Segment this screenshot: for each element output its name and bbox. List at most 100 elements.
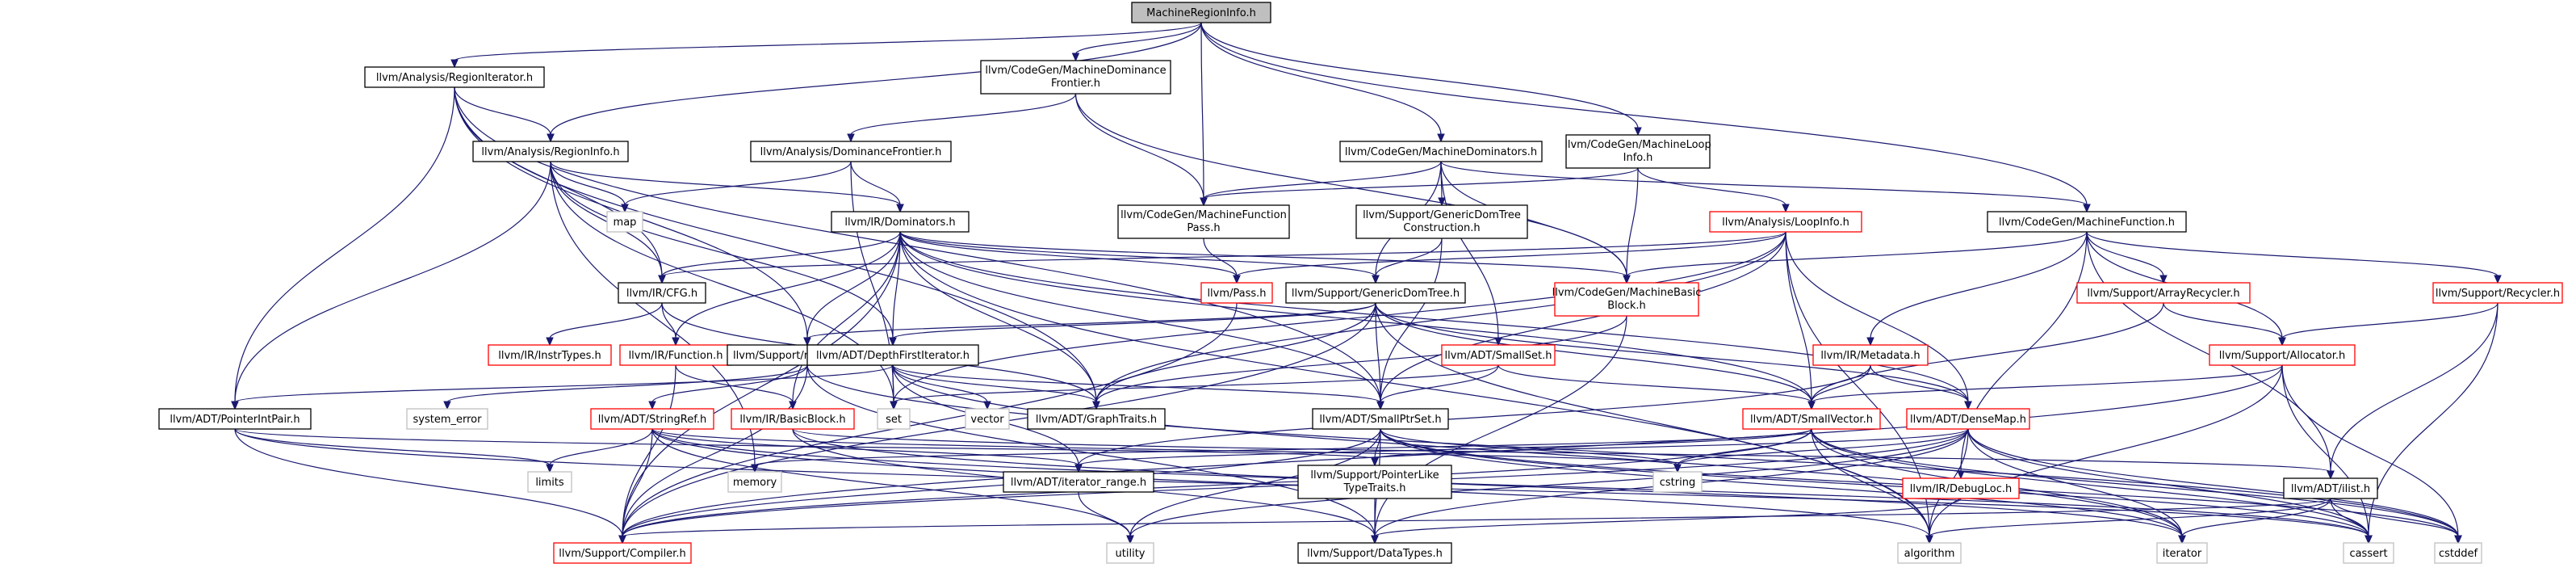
node-label: llvm/IR/CFG.h xyxy=(626,288,697,300)
arrowhead xyxy=(1634,127,1642,137)
node-label: Block.h xyxy=(1607,300,1646,312)
edge-domfrontier-to-dominators xyxy=(850,161,904,213)
node-box xyxy=(1897,542,1962,564)
arrowhead xyxy=(546,337,554,347)
edge-machineloopinfo-to-mfpass xyxy=(1200,167,1639,207)
node-box xyxy=(553,542,692,564)
node-smallptrset[interactable]: llvm/ADT/SmallPtrSet.h xyxy=(1312,408,1449,430)
node-label: llvm/ADT/SmallVector.h xyxy=(1750,414,1873,426)
edge-cfg-to-function xyxy=(661,302,680,347)
node-utility: utility xyxy=(1106,542,1154,564)
edge-function-to-compiler xyxy=(618,364,676,545)
node-label: cstddef xyxy=(2439,548,2478,560)
node-regioninfo[interactable]: llvm/Analysis/RegionInfo.h xyxy=(472,141,629,162)
edge-machinedominators-to-machinefunction xyxy=(1440,161,2091,213)
edge-domfrontier-to-map xyxy=(621,161,852,213)
edge-machineloopinfo-to-mbb xyxy=(1623,167,1639,284)
node-densemap[interactable]: llvm/ADT/DenseMap.h xyxy=(1906,408,2030,430)
node-label: llvm/Support/Recycler.h xyxy=(2436,288,2560,300)
node-gdt[interactable]: llvm/Support/GenericDomTree.h xyxy=(1285,282,1466,304)
node-label: llvm/Analysis/LoopInfo.h xyxy=(1722,217,1849,229)
node-label: llvm/ADT/DepthFirstIterator.h xyxy=(816,350,970,362)
node-box xyxy=(2283,477,2378,499)
node-function[interactable]: llvm/IR/Function.h xyxy=(619,344,732,366)
edge-regioninfo-to-set xyxy=(550,161,898,410)
node-regioniterator[interactable]: llvm/Analysis/RegionIterator.h xyxy=(364,66,545,88)
node-graphtraits[interactable]: llvm/ADT/GraphTraits.h xyxy=(1027,408,1166,430)
node-smallset[interactable]: llvm/ADT/SmallSet.h xyxy=(1441,344,1556,366)
arrowhead xyxy=(450,59,459,69)
node-box xyxy=(980,60,1171,95)
node-ilist[interactable]: llvm/ADT/ilist.h xyxy=(2283,477,2378,499)
node-box xyxy=(1297,542,1452,564)
node-debugloc[interactable]: llvm/IR/DebugLoc.h xyxy=(1902,477,2020,499)
edge-root-to-mdf xyxy=(1071,22,1202,62)
node-box xyxy=(1297,465,1452,499)
node-basicblock[interactable]: llvm/IR/BasicBlock.h xyxy=(731,408,855,430)
arrowhead xyxy=(1371,535,1379,545)
arrowhead xyxy=(1376,401,1384,410)
node-smallvector[interactable]: llvm/ADT/SmallVector.h xyxy=(1742,408,1881,430)
node-label: llvm/Analysis/RegionInfo.h xyxy=(481,146,619,158)
arrowhead xyxy=(1673,464,1682,473)
node-machinedominators[interactable]: llvm/CodeGen/MachineDominators.h xyxy=(1339,141,1543,162)
node-root[interactable]: MachineRegionInfo.h xyxy=(1131,2,1271,23)
node-box xyxy=(406,408,488,430)
node-domfrontier[interactable]: llvm/Analysis/DominanceFrontier.h xyxy=(750,141,952,162)
node-metadata[interactable]: llvm/IR/Metadata.h xyxy=(1812,344,1929,366)
node-map: map xyxy=(606,211,643,233)
node-box xyxy=(1709,211,1862,233)
node-arrayrecycler[interactable]: llvm/Support/ArrayRecycler.h xyxy=(2076,282,2251,304)
node-machinefunction[interactable]: llvm/CodeGen/MachineFunction.h xyxy=(1987,211,2187,233)
node-loopinfo[interactable]: llvm/Analysis/LoopInfo.h xyxy=(1709,211,1862,233)
node-pass[interactable]: llvm/Pass.h xyxy=(1200,282,1273,304)
arrowhead xyxy=(2454,535,2462,545)
edge-rawostream-to-systemerror xyxy=(443,364,808,410)
node-box xyxy=(158,408,312,430)
node-label: llvm/CodeGen/MachineDominance xyxy=(985,65,1166,77)
node-compiler[interactable]: llvm/Support/Compiler.h xyxy=(553,542,692,564)
node-iteratorrange[interactable]: llvm/ADT/iterator_range.h xyxy=(1003,471,1154,493)
node-dominators[interactable]: llvm/IR/Dominators.h xyxy=(831,211,970,233)
arrowhead xyxy=(2494,275,2502,284)
node-box xyxy=(1906,408,2030,430)
node-box xyxy=(1742,408,1881,430)
edge-regioniterator-to-pointerintpair xyxy=(231,86,455,410)
node-box xyxy=(527,471,572,493)
arrowhead xyxy=(1074,464,1083,473)
node-cfg[interactable]: llvm/IR/CFG.h xyxy=(618,282,706,304)
node-box xyxy=(1355,204,1528,239)
node-pointerintpair[interactable]: llvm/ADT/PointerIntPair.h xyxy=(158,408,312,430)
node-limits: limits xyxy=(527,471,572,493)
node-recycler[interactable]: llvm/Support/Recycler.h xyxy=(2432,282,2563,304)
node-gdtc[interactable]: llvm/Support/GenericDomTreeConstruction.… xyxy=(1355,204,1528,239)
node-box xyxy=(1339,141,1543,162)
edge-smallset-to-smallvector xyxy=(1497,364,1816,410)
node-box xyxy=(750,141,952,162)
edge-ilist-to-cassert xyxy=(2330,498,2373,545)
node-allocator[interactable]: llvm/Support/Allocator.h xyxy=(2209,344,2356,366)
arrowhead xyxy=(2083,204,2091,213)
node-instrtypes[interactable]: llvm/IR/InstrTypes.h xyxy=(488,344,612,366)
edge-stringref-to-iteratorrange xyxy=(651,428,1083,473)
node-stringref[interactable]: llvm/ADT/StringRef.h xyxy=(590,408,714,430)
node-datatypes[interactable]: llvm/Support/DataTypes.h xyxy=(1297,542,1452,564)
node-box xyxy=(618,282,706,304)
arrowhead xyxy=(789,401,797,410)
node-cstring: cstring xyxy=(1652,471,1703,493)
node-box xyxy=(1003,471,1154,493)
node-dfi[interactable]: llvm/ADT/DepthFirstIterator.h xyxy=(806,344,979,366)
node-label: map xyxy=(614,217,637,229)
node-label: llvm/CodeGen/MachineLoop xyxy=(1564,139,1711,151)
arrowhead xyxy=(672,337,680,347)
node-box xyxy=(2343,542,2394,564)
edge-densemap-to-cstring xyxy=(1673,428,1969,473)
node-memory: memory xyxy=(727,471,782,493)
node-iterator: iterator xyxy=(2156,542,2208,564)
